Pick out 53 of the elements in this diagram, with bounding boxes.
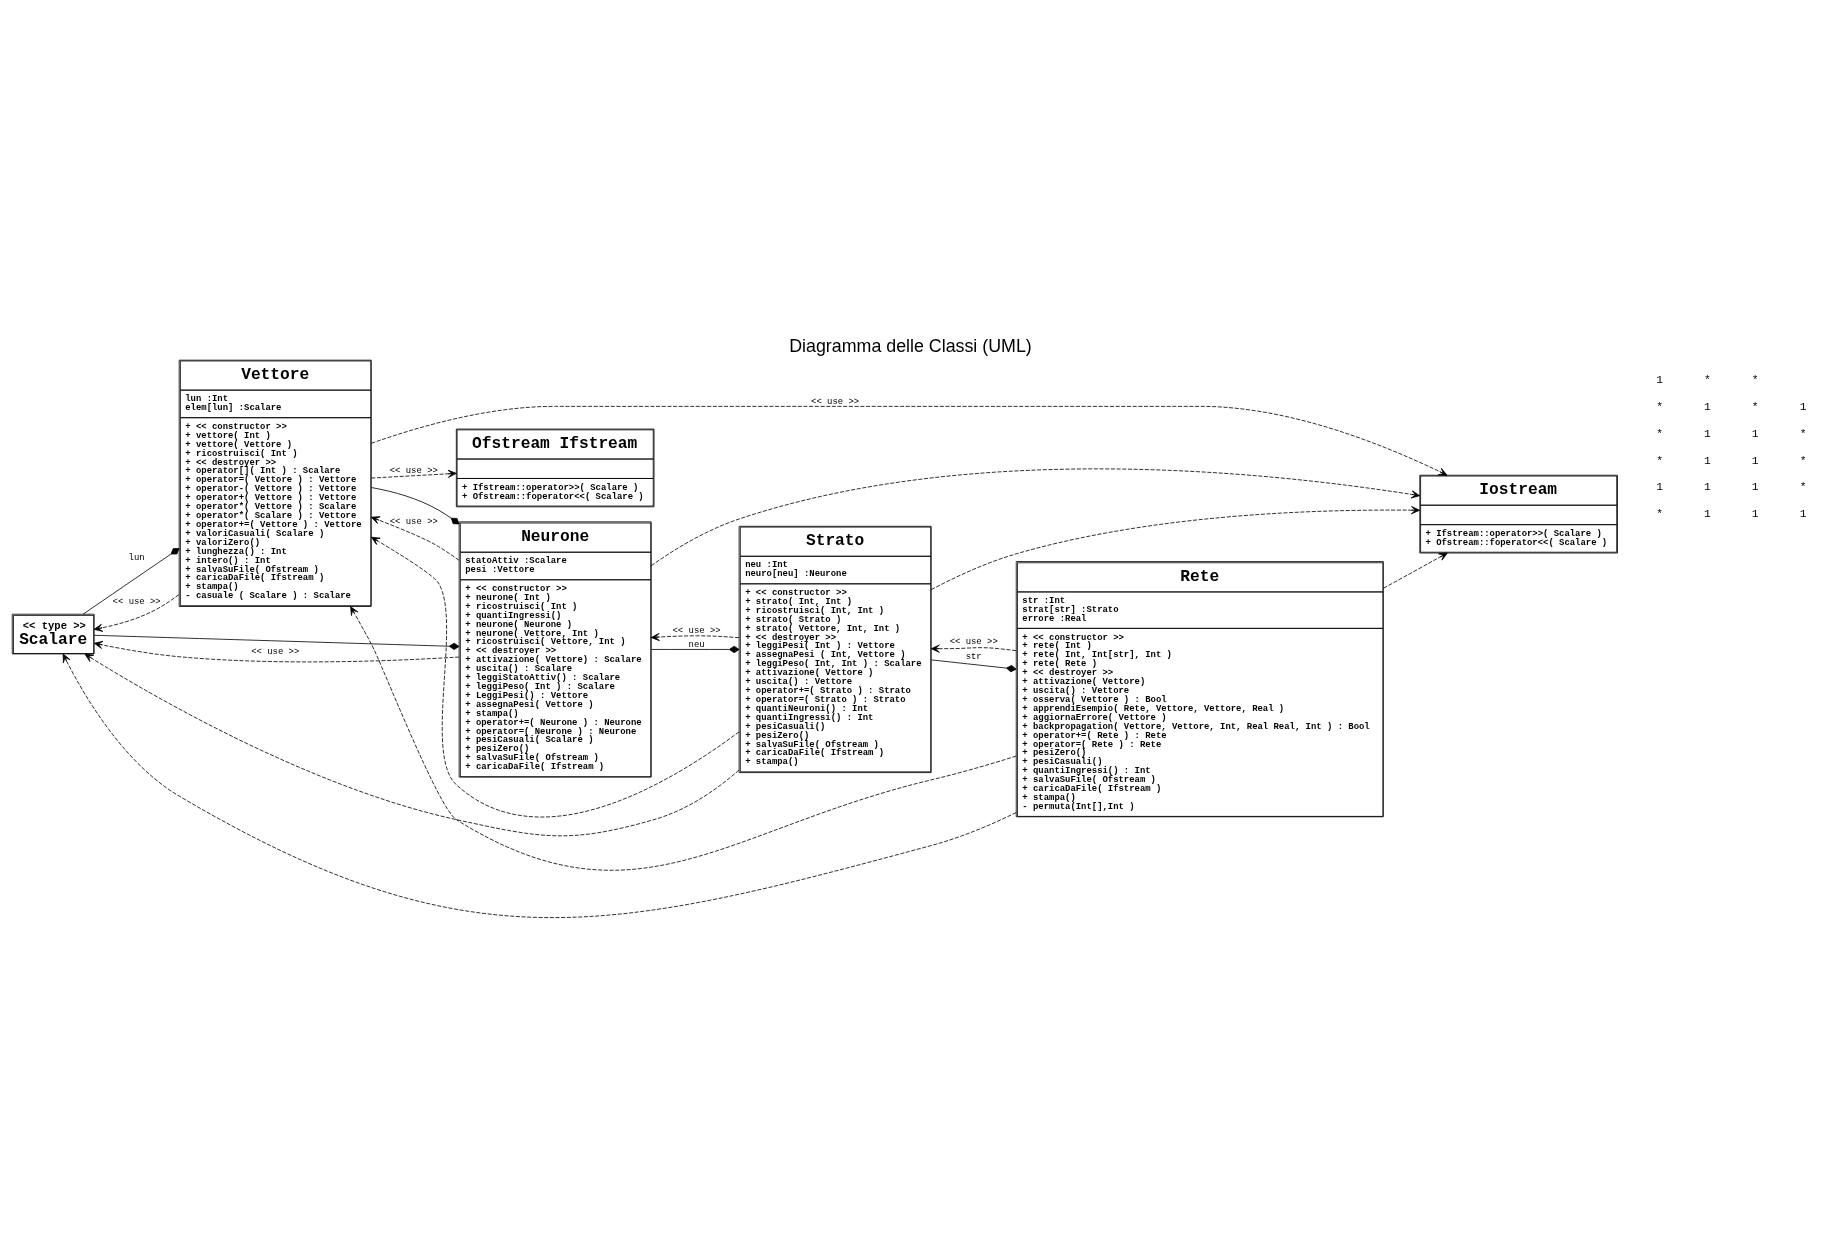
label: 1 bbox=[1751, 427, 1759, 440]
label: 1 bbox=[1751, 454, 1759, 467]
label: * bbox=[1799, 427, 1807, 440]
label: 1 bbox=[1799, 508, 1807, 521]
arrow bbox=[350, 606, 1017, 871]
label: 1 bbox=[1656, 481, 1664, 494]
arrow bbox=[930, 506, 1420, 590]
arrow bbox=[650, 633, 740, 642]
edge-label: str bbox=[965, 652, 982, 663]
label: * bbox=[1656, 401, 1664, 414]
label: * bbox=[1799, 481, 1807, 494]
label: * bbox=[1656, 508, 1664, 521]
label: * bbox=[1656, 454, 1664, 467]
connector bbox=[93, 634, 460, 650]
arrow bbox=[62, 653, 1017, 918]
connector bbox=[930, 659, 1017, 673]
connector bbox=[371, 487, 460, 525]
connector bbox=[82, 548, 180, 615]
label: * bbox=[1656, 427, 1664, 440]
arrow bbox=[930, 644, 1017, 653]
label: 1 bbox=[1751, 481, 1759, 494]
edge-label: << use >> bbox=[949, 637, 998, 648]
connector bbox=[650, 645, 740, 654]
label: 1 bbox=[1704, 508, 1711, 521]
arrow bbox=[93, 594, 180, 632]
arrow bbox=[371, 536, 740, 818]
arrow bbox=[1383, 552, 1448, 589]
label: * bbox=[1751, 374, 1759, 387]
arrow bbox=[371, 469, 457, 479]
edge-label: << use >> bbox=[251, 647, 300, 658]
arrow bbox=[370, 516, 460, 561]
label: 1 bbox=[1704, 427, 1711, 440]
label: * bbox=[1799, 454, 1807, 467]
label: 1 bbox=[1704, 481, 1711, 494]
arrow bbox=[84, 653, 740, 837]
label: 1 bbox=[1799, 401, 1807, 414]
edge-label: << use >> bbox=[811, 396, 860, 407]
edge-label: << use >> bbox=[672, 626, 721, 637]
edge-label: << use >> bbox=[112, 596, 161, 607]
label: * bbox=[1704, 374, 1711, 387]
edge-label: lun bbox=[128, 553, 145, 564]
arrow bbox=[371, 405, 1448, 476]
arrow bbox=[93, 640, 460, 663]
label: 1 bbox=[1704, 401, 1711, 414]
diagram-title: Diagramma delle Classi (UML) bbox=[789, 335, 1032, 356]
label: * bbox=[1751, 401, 1759, 414]
arrow bbox=[650, 468, 1421, 567]
label: 1 bbox=[1704, 454, 1711, 467]
edge-label: << use >> bbox=[389, 465, 438, 476]
label: 1 bbox=[1751, 508, 1759, 521]
label: 1 bbox=[1656, 374, 1664, 387]
edge-label: << use >> bbox=[389, 516, 438, 527]
edge-label: neu bbox=[688, 639, 705, 650]
